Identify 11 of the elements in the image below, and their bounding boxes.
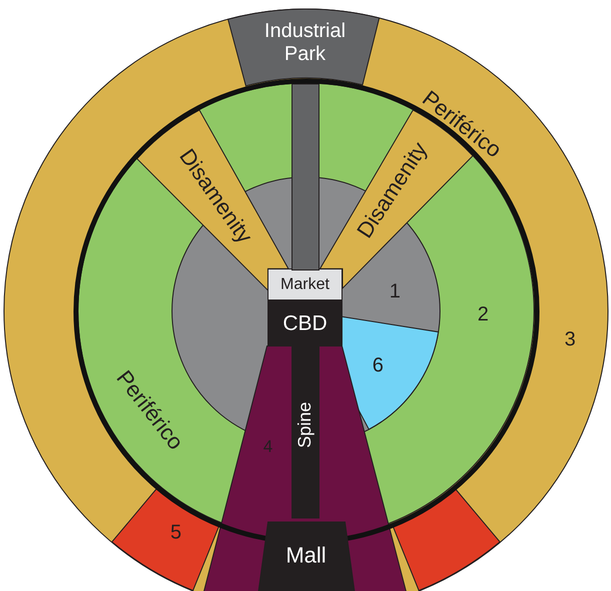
zone-label: 6 bbox=[372, 354, 384, 378]
zone-label: 2 bbox=[477, 304, 489, 326]
zone-label: Spine bbox=[294, 402, 316, 448]
zone-label: 5 bbox=[170, 521, 182, 544]
zone-label: 4 bbox=[263, 437, 273, 457]
zone-label: Mall bbox=[286, 542, 326, 568]
zone-label: Industrial Park bbox=[263, 20, 347, 66]
zone-label: Market bbox=[280, 276, 330, 294]
zone-label: 3 bbox=[564, 328, 576, 352]
zone-label: 1 bbox=[389, 280, 401, 304]
zone-label: CBD bbox=[282, 312, 328, 336]
